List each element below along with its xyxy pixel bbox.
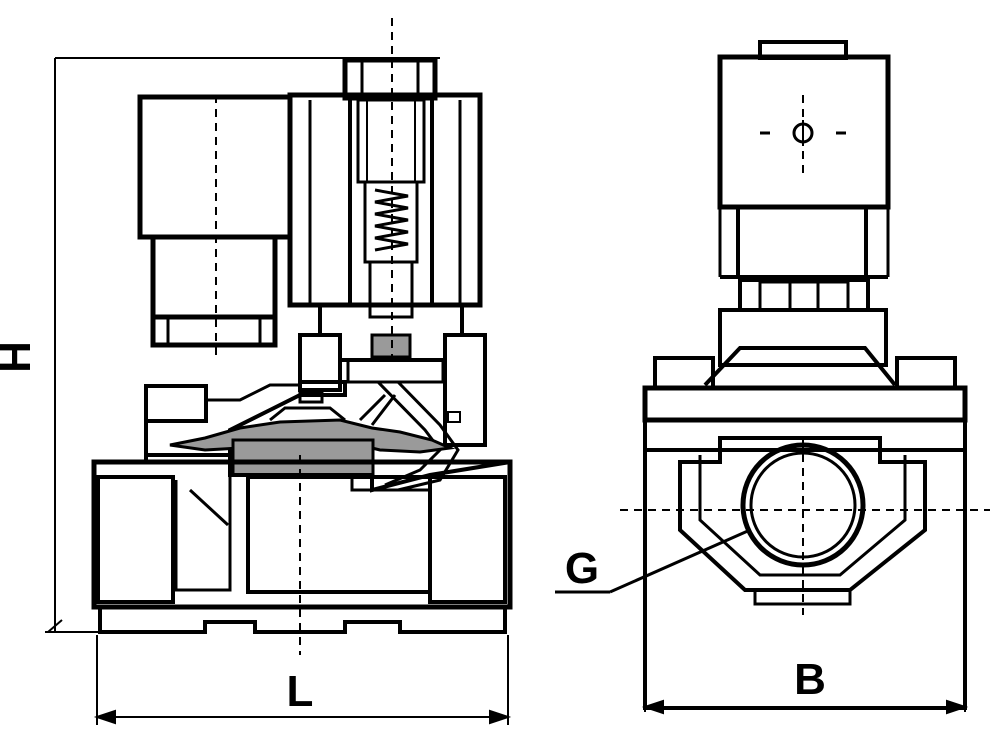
centerlines-side	[215, 18, 393, 655]
diaphragm	[169, 406, 456, 477]
length-label: L	[287, 667, 314, 716]
top-nut	[342, 57, 438, 101]
height-label: H	[0, 341, 40, 373]
valve-body	[91, 453, 513, 634]
thread-label: G	[565, 544, 599, 593]
solenoid-housing	[287, 92, 483, 319]
thread-port	[740, 442, 866, 568]
front-view	[642, 40, 968, 710]
centerlines-front	[620, 95, 990, 615]
width-label: B	[794, 655, 826, 704]
height-dimension	[45, 57, 440, 633]
width-dimension	[641, 699, 969, 715]
side-view	[91, 18, 513, 655]
bonnet	[298, 305, 487, 447]
length-dimension	[93, 635, 512, 725]
port-hex	[678, 436, 927, 592]
thread-leader	[555, 528, 751, 594]
spring	[374, 188, 409, 252]
valve-cover	[144, 380, 461, 457]
